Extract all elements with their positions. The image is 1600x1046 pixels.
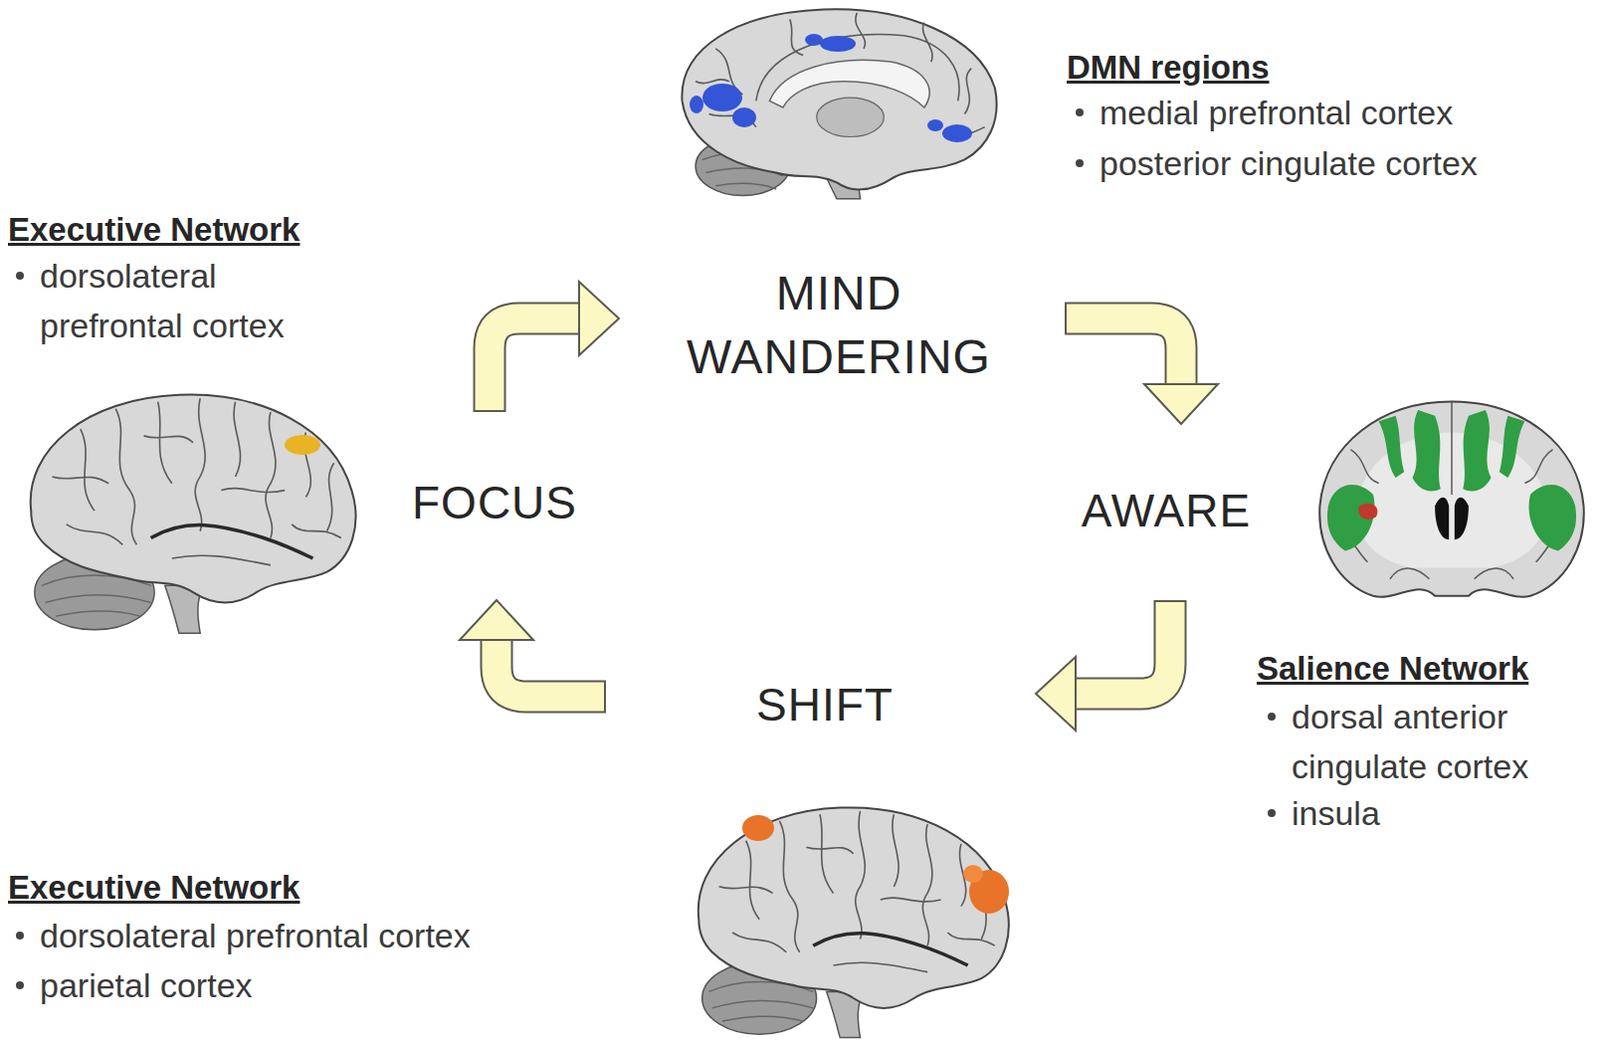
- network-heading: DMN regions: [1066, 42, 1270, 93]
- brain-region: posterior cingulate cortex: [1099, 138, 1478, 189]
- ventricles: [1434, 497, 1469, 540]
- executive-activation: [742, 814, 775, 841]
- stage-name: FOCUS: [411, 475, 578, 530]
- arrowhead: [579, 281, 619, 356]
- list-bullet: [1075, 159, 1084, 168]
- arrowhead: [1035, 656, 1076, 731]
- dmn-activation: [732, 107, 757, 128]
- dmn-activation: [702, 83, 743, 112]
- arrow-outline: [496, 637, 606, 697]
- arrowhead: [459, 600, 534, 640]
- network-heading: Executive Network: [7, 204, 300, 255]
- arrow-outline: [489, 318, 582, 412]
- arrow-body: [1073, 601, 1171, 694]
- list-bullet: [1075, 108, 1084, 117]
- brain-region: dorsal anterior cingulate cortex: [1291, 691, 1591, 792]
- brain-region: dorsolateral prefrontal cortex: [39, 910, 471, 961]
- arrow-outline: [1073, 600, 1171, 694]
- stage-name: SHIFT: [756, 677, 894, 732]
- stage-label: FOCUS: [407, 471, 582, 534]
- list-bullet: [1267, 712, 1276, 721]
- coronal-slice: [1319, 400, 1585, 597]
- lateral-brain: [698, 806, 1009, 1037]
- stage-label: MIND WANDERING: [669, 257, 1008, 394]
- dmn-activation: [804, 33, 823, 46]
- list-bullet: [15, 981, 24, 990]
- stage-label: AWARE: [1077, 479, 1255, 542]
- salience-activation: [1327, 409, 1577, 551]
- executive-activation: [284, 434, 321, 455]
- brain-region: dorsolateral prefrontal cortex: [39, 250, 369, 351]
- list-bullet: [15, 271, 24, 280]
- medial-brain: [681, 8, 997, 199]
- arrow-outline: [1064, 318, 1182, 387]
- cycle-arrow: [459, 600, 606, 697]
- brain-region: insula: [1291, 788, 1381, 838]
- coronal-brain: [1319, 400, 1585, 597]
- stage-name: AWARE: [1081, 483, 1251, 538]
- cycle-arrow: [1035, 600, 1171, 731]
- network-heading: Executive Network: [7, 862, 300, 913]
- dmn-activation: [689, 95, 704, 114]
- gyri: [695, 12, 986, 137]
- thalamus: [816, 97, 885, 137]
- stage-name: MIND WANDERING: [673, 261, 1004, 390]
- sulci: [1334, 400, 1571, 579]
- cycle-arrow: [1064, 318, 1218, 424]
- list-bullet: [15, 931, 24, 940]
- cerebrum: [681, 8, 997, 190]
- network-heading: Salience Network: [1256, 643, 1529, 694]
- arrowhead: [1144, 384, 1218, 424]
- brain-region: parietal cortex: [39, 960, 253, 1010]
- arrow-body: [489, 318, 582, 410]
- executive-activation: [963, 864, 984, 883]
- dmn-activation: [819, 35, 856, 52]
- dmn-activation: [927, 119, 944, 132]
- lateral-brain: [30, 395, 357, 634]
- salience-activation: [1358, 503, 1378, 520]
- cycle-arrow: [489, 281, 619, 412]
- dmn-activation: [942, 124, 973, 143]
- arrow-body: [1066, 318, 1182, 387]
- list-bullet: [1267, 808, 1276, 817]
- stage-label: SHIFT: [752, 673, 898, 736]
- arrow-body: [496, 637, 604, 697]
- brain-region: medial prefrontal cortex: [1099, 87, 1453, 138]
